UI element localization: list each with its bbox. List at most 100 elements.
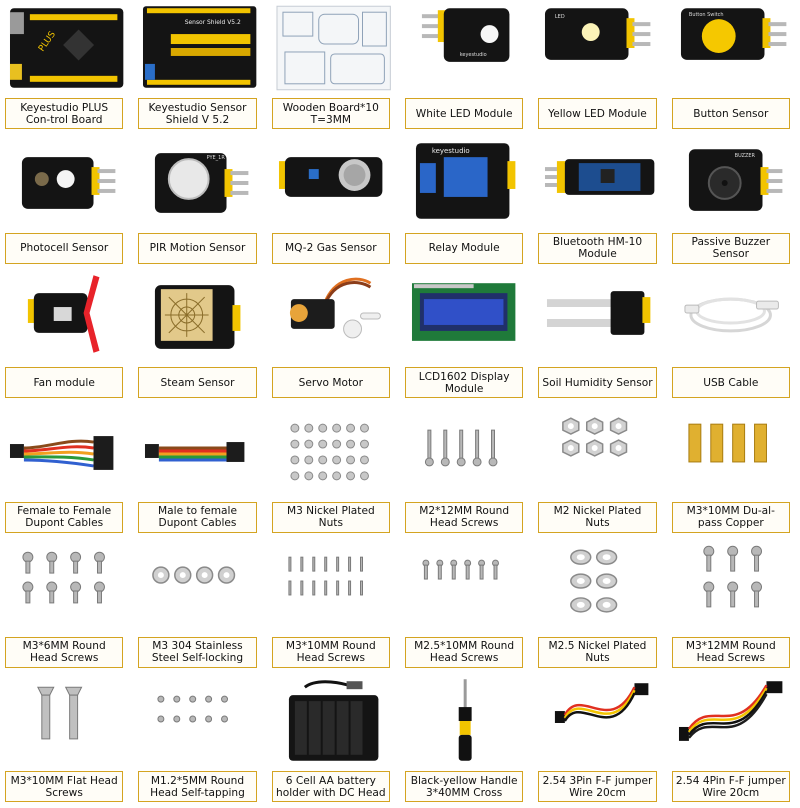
item-relay: keyestudio Relay Module [400, 135, 533, 270]
m3-6mm-screws-icon [8, 541, 125, 633]
item-label: Wooden Board*10 T=3MM [271, 98, 390, 129]
item-label: Servo Motor [271, 367, 390, 399]
item-label: Passive Buzzer Sensor [671, 232, 790, 264]
control-board-icon: PLUS [8, 2, 125, 94]
usb-cable-icon [675, 271, 792, 363]
item-label: 2.54 4Pin F-F jumper Wire 20cm [671, 771, 790, 803]
item-label: M2.5 Nickel Plated Nuts [538, 636, 657, 668]
item-label: Soil Humidity Sensor [538, 367, 657, 399]
item-label: M3*12MM Round Head Screws [671, 636, 790, 668]
lcd-display-icon [408, 271, 525, 363]
item-flat-head: M3*10MM Flat Head Screws [0, 673, 133, 808]
item-label: M2*12MM Round Head Screws [404, 501, 524, 533]
item-m2-screws: M2*12MM Round Head Screws [400, 404, 533, 539]
m2-5-screws-icon [408, 541, 525, 633]
sensor-shield-icon: Sensor Shield V5.2 [141, 2, 258, 94]
item-label: M3*10MM Round Head Screws [271, 636, 390, 668]
item-buzzer: BUZZER Passive Buzzer Sensor [667, 135, 800, 270]
item-label: White LED Module [404, 98, 524, 129]
bluetooth-module-icon [541, 137, 658, 229]
item-label: Yellow LED Module [538, 98, 657, 129]
item-usb: USB Cable [667, 269, 800, 404]
copper-pillar-icon [675, 406, 792, 498]
buzzer-sensor-icon: BUZZER [675, 137, 792, 229]
item-dupont-ff: Female to Female Dupont Cables [0, 404, 133, 539]
m3-nuts-icon [275, 406, 392, 498]
relay-module-icon: keyestudio [408, 137, 525, 229]
item-m3-10mm: M3*10MM Round Head Screws [267, 539, 400, 674]
item-label: Female to Female Dupont Cables [5, 501, 124, 533]
m3-12mm-screws-icon [675, 541, 792, 633]
item-label: M2.5*10MM Round Head Screws [404, 636, 524, 668]
item-fan: Fan module [0, 269, 133, 404]
item-yellow-led: LED Yellow LED Module [533, 0, 666, 135]
item-label: MQ-2 Gas Sensor [271, 232, 390, 264]
item-gas-sensor: MQ-2 Gas Sensor [267, 135, 400, 270]
yellow-led-text: LED [555, 14, 565, 20]
m2-nuts-icon [541, 406, 658, 498]
item-label: Steam Sensor [138, 367, 257, 399]
item-battery-holder: 6 Cell AA battery holder with DC Head [267, 673, 400, 808]
yellow-led-module-icon: LED [541, 2, 658, 94]
item-bluetooth: Bluetooth HM-10 Module [533, 135, 666, 270]
self-tapping-screws-icon [141, 675, 258, 767]
3pin-wire-icon [541, 675, 658, 767]
item-sensor-shield: Sensor Shield V5.2 Keyestudio Sensor Shi… [133, 0, 266, 135]
steam-sensor-icon [141, 271, 258, 363]
item-control-board: PLUS Keyestudio PLUS Con-trol Board [0, 0, 133, 135]
pir-sensor-icon: PYE_1R [141, 137, 258, 229]
white-led-module-icon: keyestudio [408, 2, 525, 94]
item-4pin-wire: 2.54 4Pin F-F jumper Wire 20cm [667, 673, 800, 808]
item-label: 2.54 3Pin F-F jumper Wire 20cm [538, 771, 657, 803]
battery-holder-icon [275, 675, 392, 767]
item-screwdriver: Black-yellow Handle 3*40MM Cross [400, 673, 533, 808]
item-white-led: keyestudio White LED Module [400, 0, 533, 135]
item-steam: Steam Sensor [133, 269, 266, 404]
item-label: Photocell Sensor [5, 232, 124, 264]
shield-text: Sensor Shield V5.2 [185, 19, 241, 26]
item-label: M2 Nickel Plated Nuts [538, 501, 657, 533]
self-locking-nuts-icon [141, 541, 258, 633]
item-m3-nuts: M3 Nickel Plated Nuts [267, 404, 400, 539]
m2-screws-icon [408, 406, 525, 498]
photocell-sensor-icon [8, 137, 125, 229]
buzzer-board-text: BUZZER [734, 153, 755, 159]
item-soil: Soil Humidity Sensor [533, 269, 666, 404]
dupont-cable-mf-icon [141, 406, 258, 498]
soil-sensor-icon [541, 271, 658, 363]
gas-sensor-icon [275, 137, 392, 229]
item-label: M3 304 Stainless Steel Self-locking [138, 636, 257, 668]
item-label: Keyestudio Sensor Shield V 5.2 [138, 98, 257, 129]
item-dupont-mf: Male to female Dupont Cables [133, 404, 266, 539]
item-label: Male to female Dupont Cables [138, 501, 257, 533]
button-sensor-icon: Button Switch [675, 2, 792, 94]
item-wooden-board: Wooden Board*10 T=3MM [267, 0, 400, 135]
item-label: LCD1602 Display Module [404, 367, 524, 399]
pir-board-text: PYE_1R [207, 155, 226, 161]
item-button-sensor: Button Switch Button Sensor [667, 0, 800, 135]
wooden-board-icon [275, 2, 392, 94]
item-label: USB Cable [671, 367, 790, 399]
item-label: 6 Cell AA battery holder with DC Head [271, 771, 390, 803]
item-label: M3*10MM Flat Head Screws [5, 771, 124, 803]
relay-board-text: keyestudio [432, 147, 470, 155]
item-pir: PYE_1R PIR Motion Sensor [133, 135, 266, 270]
item-label: M3*10MM Du-al-pass Copper [671, 501, 790, 533]
item-label: M3*6MM Round Head Screws [5, 636, 124, 668]
item-label: Fan module [5, 367, 124, 399]
item-m2-5-screws: M2.5*10MM Round Head Screws [400, 539, 533, 674]
item-self-tapping: M1.2*5MM Round Head Self-tapping [133, 673, 266, 808]
dupont-cable-ff-icon [8, 406, 125, 498]
screwdriver-icon [408, 675, 525, 767]
item-label: Black-yellow Handle 3*40MM Cross [404, 771, 524, 803]
item-m2-5-nuts: M2.5 Nickel Plated Nuts [533, 539, 666, 674]
item-m2-nuts: M2 Nickel Plated Nuts [533, 404, 666, 539]
item-3pin-wire: 2.54 3Pin F-F jumper Wire 20cm [533, 673, 666, 808]
led-board-text: keyestudio [460, 52, 487, 58]
m3-10mm-screws-icon [275, 541, 392, 633]
item-label: M1.2*5MM Round Head Self-tapping [138, 771, 257, 803]
item-label: Keyestudio PLUS Con-trol Board [5, 98, 124, 129]
item-label: PIR Motion Sensor [138, 232, 257, 264]
item-lcd: LCD1602 Display Module [400, 269, 533, 404]
